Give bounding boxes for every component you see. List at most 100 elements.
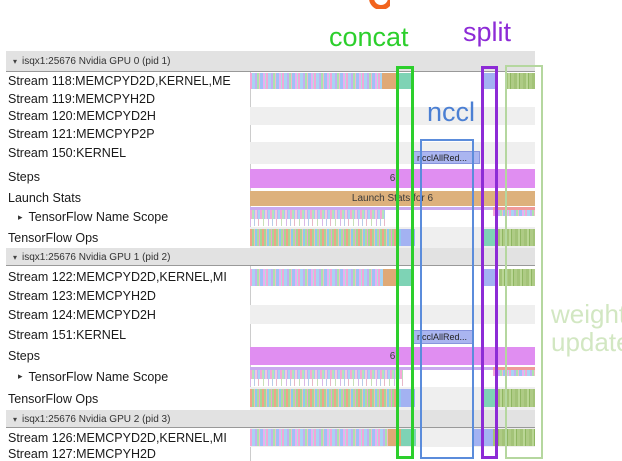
trace-event-bar[interactable] <box>483 229 497 246</box>
row-label-text: Stream 123:MEMCPYH2D <box>8 289 156 303</box>
trace-event-bar[interactable] <box>493 370 535 376</box>
trace-row: Stream 123:MEMCPYH2D <box>0 287 622 305</box>
trace-row: Launch Stats Launch Stats for 6 <box>0 189 622 207</box>
row-label-text: Stream 151:KERNEL <box>8 327 127 342</box>
section-header-label: ▾ isqx1:25676 Nvidia GPU 0 (pid 1) <box>0 51 170 72</box>
row-label: ▸ TensorFlow Name Scope <box>0 207 254 227</box>
row-label-text: Stream 121:MEMCPYP2P <box>8 126 155 141</box>
trace-row: Stream 121:MEMCPYP2P <box>0 125 622 142</box>
trace-row: Steps 6 <box>0 164 622 189</box>
collapse-triangle-icon[interactable]: ▾ <box>13 252 18 262</box>
row-label: Stream 150:KERNEL <box>0 142 254 164</box>
row-label-text: Steps <box>8 348 40 363</box>
trace-row: Stream 127:MEMCPYH2D <box>0 447 622 461</box>
trace-event-bar[interactable]: ncclAllRed... <box>413 151 480 164</box>
row-background-band <box>250 305 535 324</box>
row-label: Stream 124:MEMCPYD2H <box>0 305 254 324</box>
trace-row: Stream 118:MEMCPYD2D,KERNEL,ME <box>0 72 622 90</box>
trace-event-bar[interactable] <box>250 219 385 226</box>
trace-event-bar[interactable] <box>483 389 497 407</box>
row-label: Stream 123:MEMCPYH2D <box>0 287 254 305</box>
trace-event-bar[interactable] <box>493 207 535 210</box>
row-label: Stream 122:MEMCPYD2D,KERNEL,MI <box>0 266 254 287</box>
trace-event-bar[interactable] <box>250 367 535 370</box>
trace-event-bar[interactable] <box>382 73 397 89</box>
nccl-annotation-box <box>420 139 474 459</box>
expand-triangle-icon[interactable]: ▸ <box>18 371 23 381</box>
trace-event-bar[interactable] <box>493 429 535 446</box>
expand-triangle-icon[interactable]: ▸ <box>18 211 23 222</box>
trace-event-bar[interactable] <box>250 269 383 286</box>
trace-row: TensorFlow Ops <box>0 387 622 410</box>
row-label-text: Stream 120:MEMCPYD2H <box>8 109 156 123</box>
trace-row: Stream 126:MEMCPYD2D,KERNEL,MI <box>0 428 622 447</box>
trace-event-label: Launch Stats for 6 <box>351 193 434 204</box>
row-label: Stream 126:MEMCPYD2D,KERNEL,MI <box>0 428 254 447</box>
trace-event-bar[interactable] <box>250 207 497 210</box>
weight-update-annotation-label: weight update <box>551 300 622 356</box>
trace-event-bar[interactable]: Launch Stats for 6 <box>250 191 535 206</box>
section-header-text: isqx1:25676 Nvidia GPU 0 (pid 1) <box>22 56 171 67</box>
section-header-label: ▾ isqx1:25676 Nvidia GPU 2 (pid 3) <box>0 410 170 428</box>
row-label-text: TensorFlow Ops <box>8 230 99 245</box>
trace-event-bar[interactable] <box>250 379 403 386</box>
row-label-text: TensorFlow Name Scope <box>28 210 169 224</box>
trace-event-bar[interactable] <box>250 229 401 246</box>
row-label-text: Steps <box>8 169 40 184</box>
trace-event-bar[interactable] <box>250 210 385 219</box>
trace-event-bar[interactable] <box>493 367 535 370</box>
row-label-text: Stream 118:MEMCPYD2D,KERNEL,ME <box>8 74 231 88</box>
row-label: Stream 118:MEMCPYD2D,KERNEL,ME <box>0 72 254 90</box>
collapse-triangle-icon[interactable]: ▾ <box>13 57 18 66</box>
row-label: Stream 121:MEMCPYP2P <box>0 125 254 142</box>
nccl-annotation-label: nccl <box>427 97 476 127</box>
trace-event-bar[interactable]: 6 <box>250 169 535 188</box>
row-label: Launch Stats <box>0 189 254 207</box>
split-annotation-label: split <box>463 17 512 47</box>
row-label-text: Launch Stats <box>8 191 81 205</box>
trace-event-bar[interactable] <box>250 389 401 407</box>
row-label-text: Stream 150:KERNEL <box>8 146 127 160</box>
trace-event-bar[interactable]: 6 <box>250 347 535 365</box>
weight-update-annotation-box <box>505 65 543 459</box>
trace-event-bar[interactable] <box>250 73 382 89</box>
trace-row: Stream 119:MEMCPYH2D <box>0 90 622 107</box>
trace-event-bar[interactable] <box>397 73 413 89</box>
concat-annotation-label: concat <box>329 22 409 52</box>
row-label: Steps <box>0 164 254 189</box>
weight-update-line2: update <box>551 327 622 357</box>
row-label-text: TensorFlow Ops <box>8 391 99 406</box>
section-header-band <box>6 410 535 428</box>
section-header-label: ▾isqx1:25676 Nvidia GPU 1 (pid 2) <box>0 248 170 266</box>
trace-event-bar[interactable] <box>499 269 535 286</box>
trace-event-bar[interactable] <box>250 370 403 379</box>
trace-event-bar[interactable] <box>505 73 535 89</box>
trace-row: Steps 6 <box>0 345 622 366</box>
row-label: Steps <box>0 345 254 366</box>
trace-row: Stream 120:MEMCPYD2H <box>0 107 622 125</box>
row-label-text: TensorFlow Name Scope <box>28 369 169 384</box>
trace-event-label: 6 <box>389 173 396 184</box>
row-label-text: Stream 124:MEMCPYD2H <box>8 307 156 322</box>
trace-event-bar[interactable] <box>483 269 495 286</box>
collapse-triangle-icon[interactable]: ▾ <box>13 414 18 424</box>
section-header-band <box>6 248 535 266</box>
trace-event-bar[interactable] <box>250 429 388 446</box>
row-label: Stream 127:MEMCPYH2D <box>0 447 254 461</box>
section-header-text: isqx1:25676 Nvidia GPU 2 (pid 3) <box>22 413 171 425</box>
trace-event-bar[interactable] <box>483 73 497 89</box>
trace-row: Stream 124:MEMCPYD2H <box>0 305 622 324</box>
section-header-row: ▾ isqx1:25676 Nvidia GPU 2 (pid 3) <box>0 410 622 428</box>
trace-row: Stream 150:KERNEL ncclAllRed... <box>0 142 622 164</box>
trace-event-bar[interactable] <box>396 269 411 286</box>
trace-event-bar[interactable] <box>383 269 396 286</box>
row-label: Stream 151:KERNEL <box>0 324 254 345</box>
trace-event-bar[interactable] <box>493 210 535 216</box>
row-label: Stream 120:MEMCPYD2H <box>0 107 254 125</box>
trace-event-label: ncclAllRed... <box>417 152 468 163</box>
row-label-text: Stream 126:MEMCPYD2D,KERNEL,MI <box>8 430 227 445</box>
row-label: ▸ TensorFlow Name Scope <box>0 366 254 387</box>
row-label-text: Stream 127:MEMCPYH2D <box>8 447 156 461</box>
